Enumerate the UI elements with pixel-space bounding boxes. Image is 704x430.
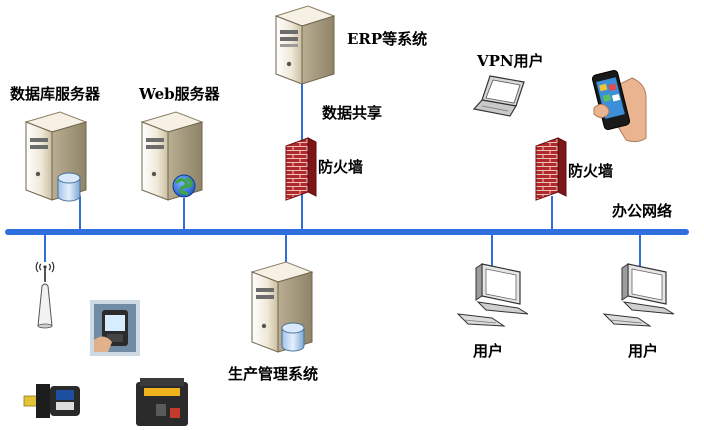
barcode-scanner-icon xyxy=(136,378,188,426)
handheld-scanner-icon xyxy=(90,300,140,356)
user-2-label: 用户 xyxy=(628,342,659,360)
web-server-icon xyxy=(140,111,204,201)
database-icon xyxy=(57,172,81,202)
desktop-computer-1-icon xyxy=(456,263,529,327)
erp-label: ERP等系统 xyxy=(347,30,428,48)
globe-icon xyxy=(172,174,196,198)
data-share-label: 数据共享 xyxy=(322,104,383,122)
office-network-label: 办公网络 xyxy=(612,202,673,220)
database-server-icon xyxy=(24,111,88,202)
vpn-user-label: VPN用户 xyxy=(477,52,544,70)
production-management-server-icon xyxy=(250,261,314,353)
smartphone-icon xyxy=(591,70,647,143)
wireless-antenna-icon xyxy=(35,261,55,329)
desktop-computer-2-icon xyxy=(602,263,675,327)
firewall-left-label: 防火墙 xyxy=(318,158,364,176)
firewall-left-icon xyxy=(285,137,317,201)
motor-icon xyxy=(23,384,80,418)
user-1-label: 用户 xyxy=(473,342,504,360)
firewall-right-icon xyxy=(535,137,567,201)
database-icon xyxy=(281,322,305,352)
web-server-label: Web服务器 xyxy=(139,85,220,103)
laptop-icon xyxy=(472,75,525,117)
production-mgmt-label: 生产管理系统 xyxy=(228,365,319,383)
erp-server-icon xyxy=(274,5,336,85)
firewall-right-label: 防火墙 xyxy=(568,162,614,180)
db-server-label: 数据库服务器 xyxy=(10,85,101,103)
